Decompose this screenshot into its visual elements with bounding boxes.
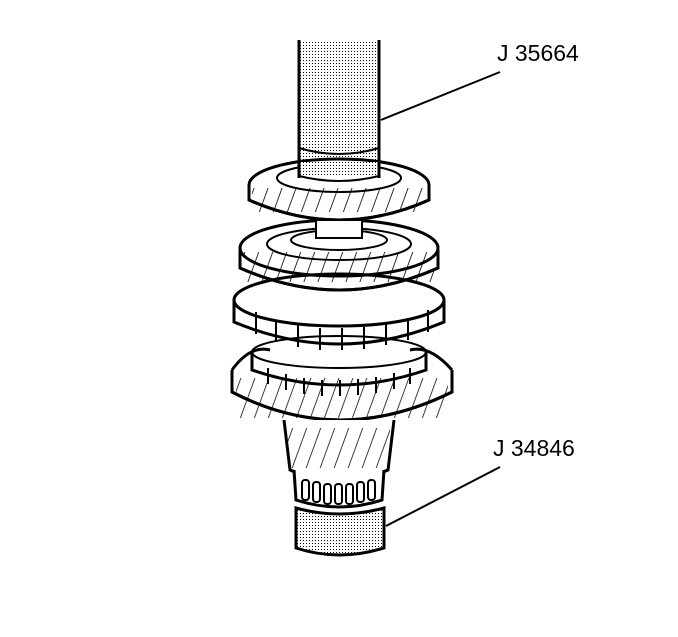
press-tool-upper	[297, 40, 381, 179]
needle-bearing	[292, 469, 386, 509]
gear-1-helical	[247, 157, 431, 222]
gear-3-spur	[232, 272, 446, 350]
leader-line-top	[380, 71, 501, 121]
callout-label-j34846: J 34846	[493, 435, 575, 461]
gear-2-helical	[238, 218, 440, 292]
support-tool-lower	[294, 506, 386, 557]
leader-line-bottom	[385, 466, 501, 527]
gear-4-helical-large	[230, 347, 454, 422]
callout-label-j35664: J 35664	[497, 40, 579, 66]
